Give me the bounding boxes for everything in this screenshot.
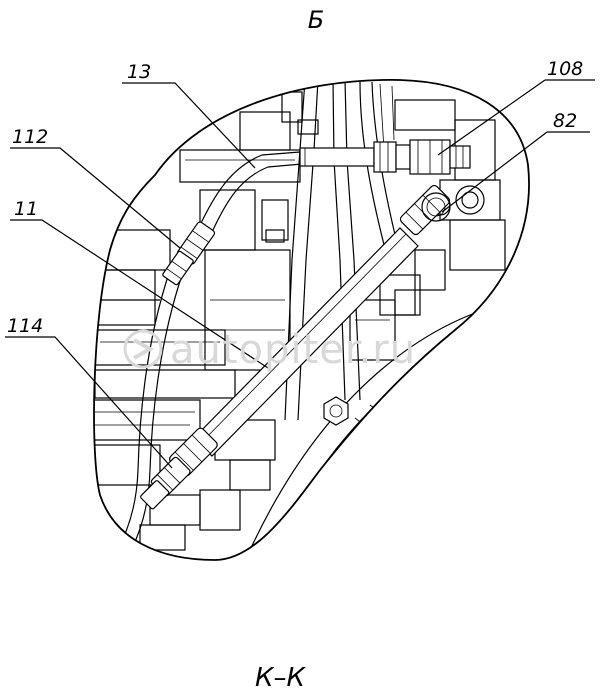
- callout-82: 82: [553, 110, 577, 132]
- watermark: autopiter.ru: [123, 327, 416, 373]
- fitting-108: [373, 139, 471, 175]
- leader-lines: [5, 79, 595, 469]
- watermark-text: autopiter.ru: [170, 327, 416, 373]
- fitting-82: [399, 184, 451, 236]
- callout-114: 114: [7, 315, 43, 337]
- section-label: К–К: [255, 663, 306, 693]
- view-label: Б: [308, 6, 324, 34]
- callout-108: 108: [547, 58, 583, 80]
- fitting-112: [162, 221, 216, 286]
- callout-13: 13: [127, 61, 151, 83]
- callout-112: 112: [12, 126, 48, 148]
- pipe-13: [199, 147, 381, 233]
- fitting-114: [140, 427, 218, 510]
- callout-11: 11: [14, 198, 38, 220]
- detail-boundary: [93, 79, 530, 561]
